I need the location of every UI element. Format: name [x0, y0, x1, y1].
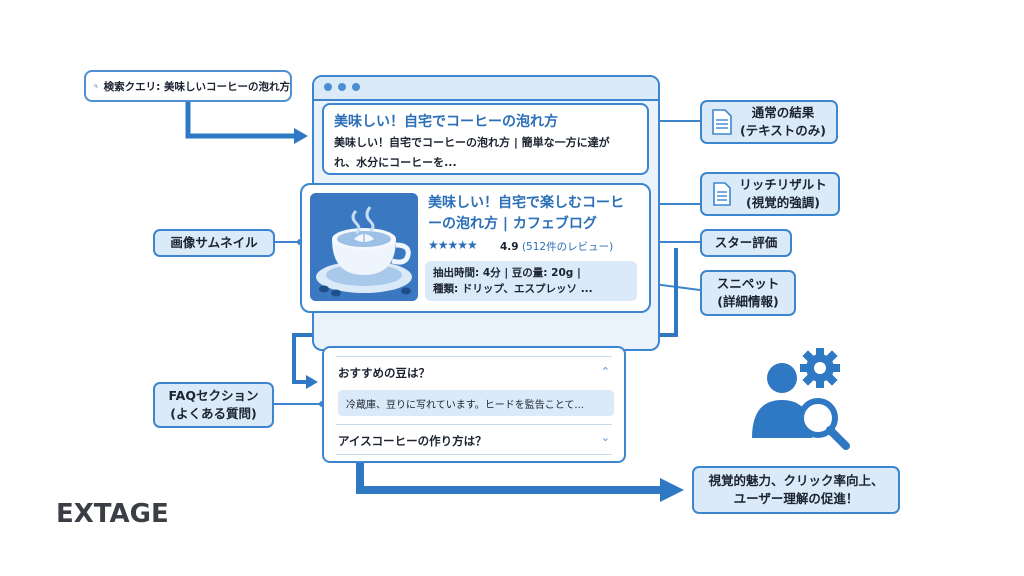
document-icon [713, 182, 732, 206]
star-rating-icon: ★★★★★ [428, 238, 478, 252]
label-faq-line-1: FAQセクション [168, 388, 259, 403]
rich-result-title-line-2: ーの泡れ方 | カフェブログ [428, 216, 597, 232]
window-dot-icon [324, 83, 332, 91]
normal-result-title[interactable]: 美味しい！自宅でコーヒーの泡れ方 [334, 114, 558, 130]
chevron-up-icon[interactable]: ⌃ [600, 365, 610, 378]
divider [336, 454, 612, 455]
label-normal-result: 通常の結果 (テキストのみ) [700, 100, 838, 144]
search-query-box[interactable]: 検索クエリ: 美味しいコーヒーの泡れ方 [84, 70, 292, 102]
coffee-thumbnail-image [310, 193, 418, 301]
browser-titlebar [314, 77, 658, 101]
divider [336, 424, 612, 425]
document-icon [712, 109, 732, 135]
label-faq: FAQセクション (よくある質問) [153, 382, 274, 428]
rating-value: 4.9 [500, 241, 519, 253]
benefit-line-2: ユーザー理解の促進！ [733, 491, 859, 506]
search-query-text: 検索クエリ: 美味しいコーヒーの泡れ方 [103, 80, 290, 93]
rating-text: 4.9 (512件のレビュー) [500, 239, 613, 254]
user-body [752, 400, 812, 438]
label-thumbnail-text: 画像サムネイル [170, 235, 258, 250]
label-snippet-line-1: スニペット [716, 276, 780, 291]
label-normal-line-1: 通常の結果 [751, 105, 815, 120]
user-analysis-icon [752, 348, 850, 450]
label-normal-line-2: (テキストのみ) [739, 123, 827, 138]
search-arrow [185, 102, 296, 139]
benefit-line-1: 視覚的魅力、クリック率向上、 [708, 473, 884, 488]
window-dot-icon [338, 83, 346, 91]
snippet-line-1: 抽出時間: 4分 | 豆の量: 20g | [433, 267, 581, 279]
rich-result-title-line-1: 美味しい！自宅で楽しむコーヒ [428, 195, 624, 211]
rich-result-title[interactable]: 美味しい！自宅で楽しむコーヒ ーの泡れ方 | カフェブログ [428, 193, 643, 235]
extage-logo: EXTAGE [56, 499, 169, 529]
review-count: (512件のレビュー) [521, 241, 614, 253]
label-rich-line-1: リッチリザルト [739, 177, 827, 192]
rich-snippet: 抽出時間: 4分 | 豆の量: 20g | 種類: ドリップ、エスプレッソ ..… [425, 261, 637, 301]
label-rich-line-2: (視覚的強調) [746, 195, 820, 210]
normal-result-desc-2: れ、水分にコーヒーを... [334, 156, 457, 169]
normal-result-desc-1: 美味しい！自宅でコーヒーの泡れ方 | 簡単な一方に達が [334, 136, 610, 149]
snippet-line-2: 種類: ドリップ、エスプレッソ ... [433, 283, 593, 295]
faq-question-1[interactable]: おすすめの豆は？ [338, 366, 430, 380]
benefit-box: 視覚的魅力、クリック率向上、 ユーザー理解の促進！ [692, 466, 900, 514]
label-faq-line-2: (よくある質問) [170, 406, 257, 421]
divider [336, 356, 612, 357]
label-thumbnail: 画像サムネイル [153, 229, 275, 257]
faq-card: おすすめの豆は？ ⌃ 冷蔵庫、豆りに写れています。ヒードを監告ことて... アイ… [322, 346, 626, 463]
faq-answer-1: 冷蔵庫、豆りに写れています。ヒードを監告ことて... [338, 390, 614, 416]
label-snippet: スニペット (詳細情報) [700, 270, 796, 316]
label-rich-result: リッチリザルト (視覚的強調) [700, 172, 840, 216]
chevron-down-icon[interactable]: ⌄ [600, 431, 610, 444]
label-star-rating: スター評価 [700, 229, 792, 257]
faq-question-2[interactable]: アイスコーヒーの作り方は？ [338, 434, 487, 448]
search-icon [94, 84, 98, 88]
label-snippet-line-2: (詳細情報) [717, 294, 779, 309]
magnifier-icon [798, 398, 850, 450]
label-star-rating-text: スター評価 [714, 235, 778, 250]
user-head [767, 363, 797, 393]
window-dot-icon [352, 83, 360, 91]
normal-result-card[interactable]: 美味しい！自宅でコーヒーの泡れ方 美味しい！自宅でコーヒーの泡れ方 | 簡単な一… [322, 103, 649, 175]
gear-icon [800, 348, 840, 388]
